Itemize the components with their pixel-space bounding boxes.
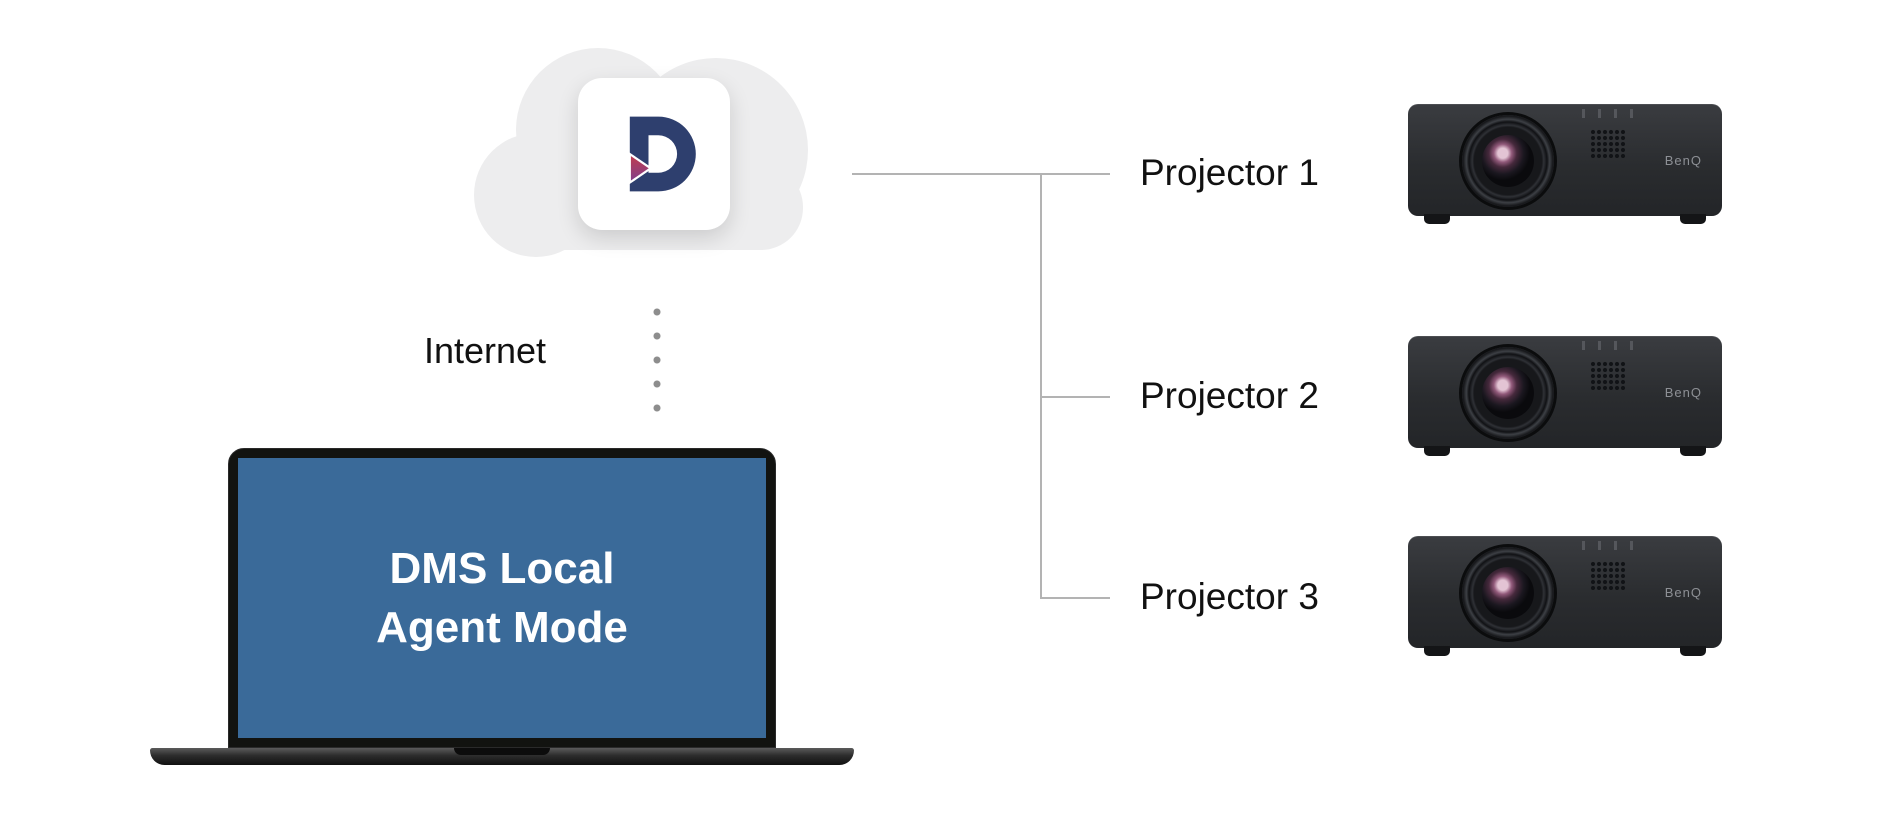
laptop-base	[150, 748, 854, 765]
projector-brand-logo: BenQ	[1664, 153, 1702, 168]
projector-body: BenQ	[1408, 536, 1722, 648]
projector-vents	[1582, 341, 1646, 350]
projector-body: BenQ	[1408, 104, 1722, 216]
laptop-screen-text-line2: Agent Mode	[376, 603, 628, 652]
connector-stub-projector-2	[1040, 396, 1110, 398]
connector-trunk	[1040, 173, 1042, 599]
dms-logo-icon	[628, 116, 696, 192]
laptop-base-notch	[454, 748, 550, 755]
laptop-screen-text-line1: DMS Local	[389, 543, 615, 593]
connector-cloud-to-projectors	[852, 173, 1110, 175]
projector-foot-right	[1680, 446, 1706, 456]
projector-2-label: Projector 2	[1140, 375, 1319, 416]
internet-dotted-connector	[653, 300, 661, 420]
projector-lens	[1462, 547, 1554, 639]
projector-lens	[1462, 347, 1554, 439]
projector-lens-glass	[1482, 567, 1534, 619]
projector-1-label: Projector 1	[1140, 152, 1319, 193]
connector-stub-projector-3	[1040, 597, 1110, 599]
projector-foot-right	[1680, 214, 1706, 224]
projector-3: BenQ	[1408, 536, 1722, 658]
projector-brand-logo: BenQ	[1664, 585, 1702, 600]
projector-grille	[1590, 361, 1626, 391]
projector-lens-glass	[1482, 135, 1534, 187]
projector-grille	[1590, 129, 1626, 159]
projector-brand-logo: BenQ	[1664, 385, 1702, 400]
projector-3-label: Projector 3	[1140, 576, 1319, 617]
laptop-display: DMS Local Agent Mode	[238, 458, 766, 738]
projector-2: BenQ	[1408, 336, 1722, 458]
projector-foot-left	[1424, 446, 1450, 456]
projector-lens-glass	[1482, 367, 1534, 419]
projector-foot-left	[1424, 214, 1450, 224]
projector-grille	[1590, 561, 1626, 591]
projector-vents	[1582, 109, 1646, 118]
laptop-screen: DMS Local Agent Mode	[228, 448, 776, 748]
internet-label: Internet	[423, 330, 547, 371]
projector-lens	[1462, 115, 1554, 207]
projector-vents	[1582, 541, 1646, 550]
projector-foot-right	[1680, 646, 1706, 656]
projector-foot-left	[1424, 646, 1450, 656]
dms-logo-card	[578, 78, 730, 230]
projector-1: BenQ	[1408, 104, 1722, 226]
projector-body: BenQ	[1408, 336, 1722, 448]
